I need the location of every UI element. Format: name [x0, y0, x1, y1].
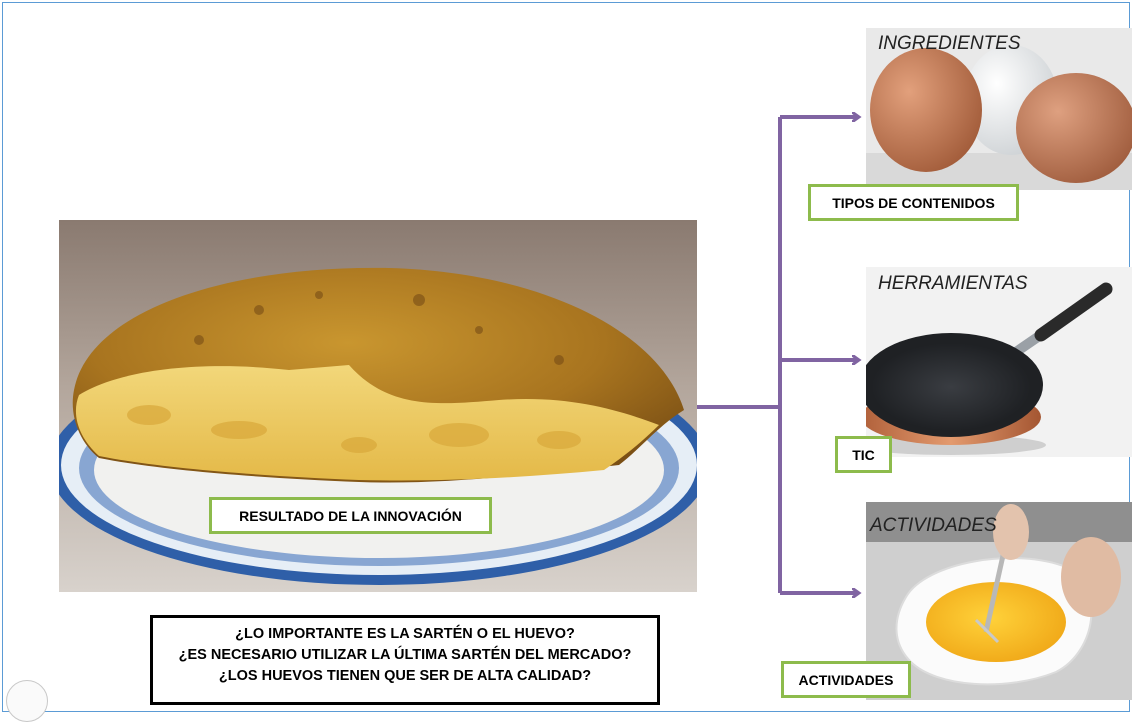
whisking-eggs-photo	[866, 502, 1132, 700]
tic-label: TIC	[835, 436, 892, 473]
connector-arrows	[697, 0, 1133, 700]
question-line-3: ¿LOS HUEVOS TIENEN QUE SER DE ALTA CALID…	[218, 668, 592, 684]
tipos-de-contenidos-label: TIPOS DE CONTENIDOS	[808, 184, 1019, 221]
herramientas-title: HERRAMIENTAS	[878, 273, 1028, 294]
frying-pan-photo	[866, 267, 1132, 457]
navigation-circle-button[interactable]	[6, 680, 48, 722]
actividades-title: ACTIVIDADES	[870, 515, 997, 536]
tortilla-photo	[59, 220, 697, 592]
question-line-2: ¿ES NECESARIO UTILIZAR LA ÚLTIMA SARTÉN …	[178, 647, 632, 663]
ingredientes-title: INGREDIENTES	[878, 33, 1021, 54]
resultado-label: RESULTADO DE LA INNOVACIÓN	[209, 497, 492, 534]
actividades-label: ACTIVIDADES	[781, 661, 911, 698]
eggs-photo	[866, 28, 1132, 190]
question-box: ¿LO IMPORTANTE ES LA SARTÉN O EL HUEVO? …	[150, 615, 660, 705]
question-line-1: ¿LO IMPORTANTE ES LA SARTÉN O EL HUEVO?	[235, 626, 575, 642]
